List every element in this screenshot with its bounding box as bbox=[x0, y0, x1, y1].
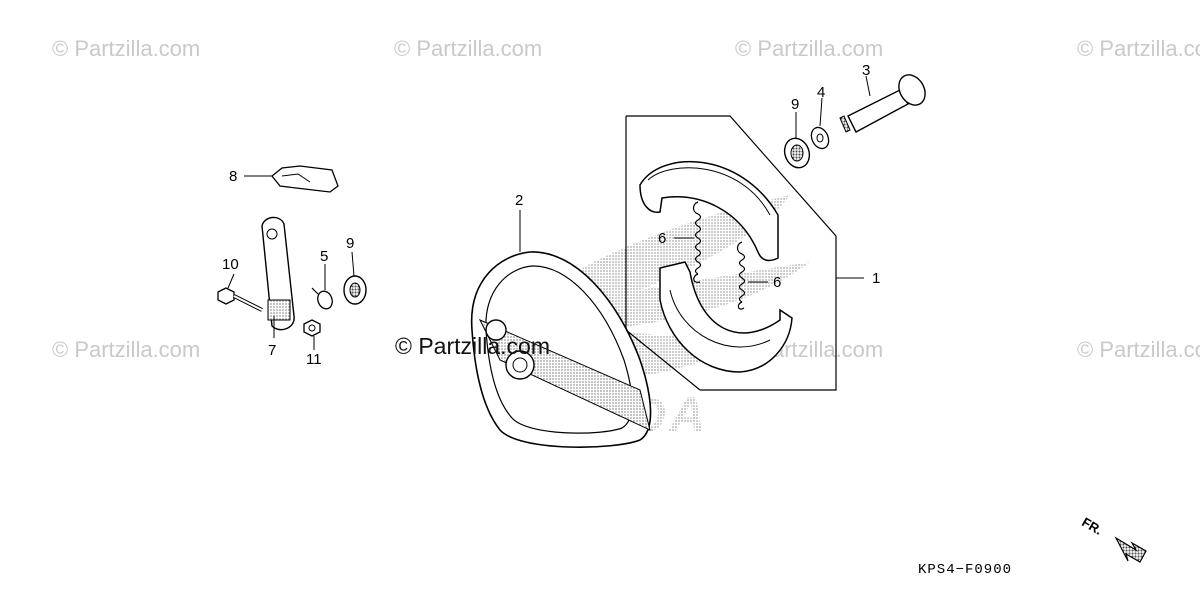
watermark-mid-4: © Partzilla.com bbox=[1077, 337, 1200, 362]
wear-indicator-plate bbox=[244, 165, 339, 193]
brake-arm-part bbox=[261, 216, 295, 338]
brake-panel-part bbox=[470, 210, 652, 448]
callout-6b[interactable]: 6 bbox=[773, 274, 782, 291]
spring-upper bbox=[674, 201, 702, 283]
oil-seal-right bbox=[783, 112, 811, 169]
callout-4[interactable]: 4 bbox=[817, 84, 826, 101]
brake-shoe-upper bbox=[639, 160, 779, 262]
pointer-part bbox=[311, 264, 333, 310]
washer-part bbox=[810, 97, 830, 150]
nut-part bbox=[303, 319, 321, 350]
watermark-top-1: © Partzilla.com bbox=[52, 36, 201, 61]
callout-5[interactable]: 5 bbox=[320, 248, 329, 265]
watermark-top-4: © Partzilla.com bbox=[1077, 36, 1200, 61]
assembly-bracket bbox=[626, 115, 837, 391]
brake-cam-part bbox=[839, 74, 926, 133]
bolt-part bbox=[217, 273, 263, 312]
callout-3[interactable]: 3 bbox=[862, 62, 871, 79]
watermark-mid-1: © Partzilla.com bbox=[52, 337, 201, 362]
callout-9a[interactable]: 9 bbox=[791, 96, 800, 113]
oil-seal-left bbox=[343, 251, 367, 305]
spring-lower bbox=[736, 241, 768, 310]
callout-11[interactable]: 11 bbox=[306, 351, 322, 368]
front-direction-arrow-icon: FR. bbox=[1079, 514, 1147, 563]
callout-1[interactable]: 1 bbox=[872, 270, 881, 287]
callout-6a[interactable]: 6 bbox=[658, 230, 667, 247]
callout-7[interactable]: 7 bbox=[268, 342, 277, 359]
watermark-top-2: © Partzilla.com bbox=[394, 36, 543, 61]
callout-10[interactable]: 10 bbox=[222, 256, 239, 273]
svg-text:FR.: FR. bbox=[1079, 514, 1105, 537]
watermark-top-3: © Partzilla.com bbox=[735, 36, 884, 61]
center-watermark: © Partzilla.com bbox=[395, 333, 550, 359]
callout-9b[interactable]: 9 bbox=[346, 235, 355, 252]
brake-shoe-lower bbox=[659, 261, 793, 373]
callout-8[interactable]: 8 bbox=[229, 168, 238, 185]
callout-2[interactable]: 2 bbox=[515, 192, 524, 209]
diagram-code: KPS4−F0900 bbox=[918, 562, 1013, 578]
